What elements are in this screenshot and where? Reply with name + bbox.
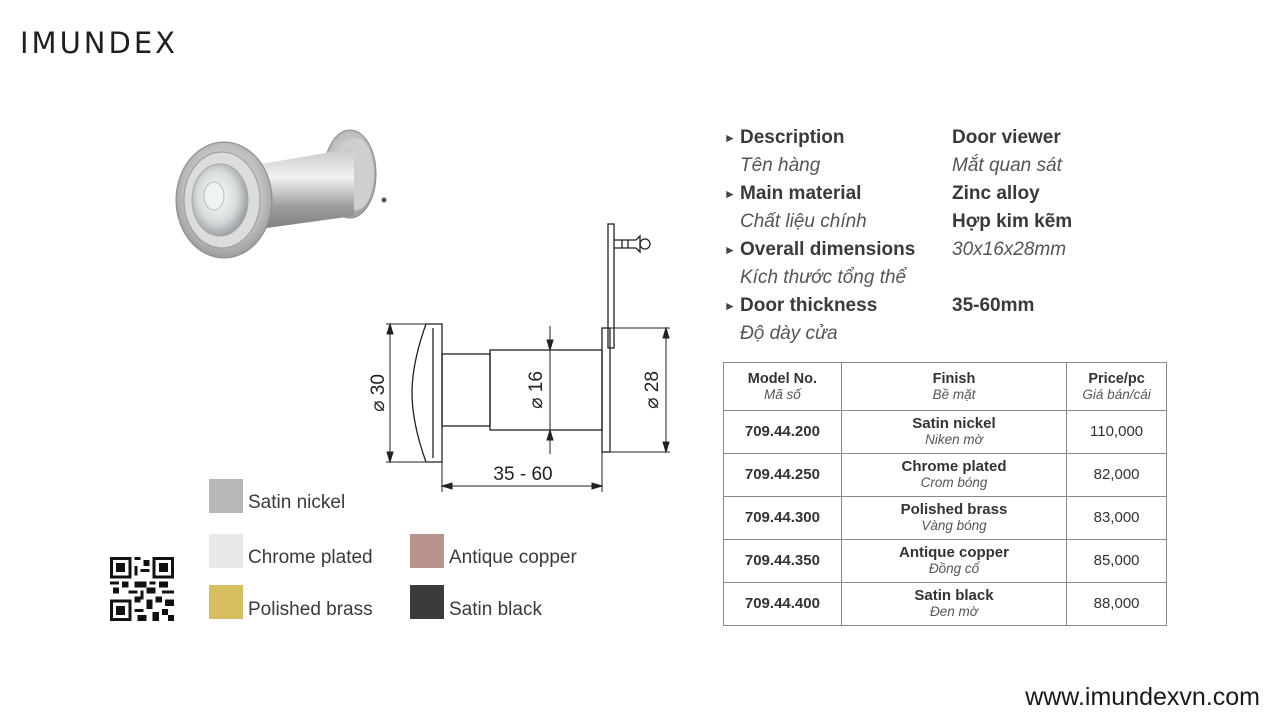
product-photo xyxy=(175,129,387,259)
header-model: Model No.Mã số xyxy=(723,362,842,411)
swatch-polished-brass xyxy=(209,585,243,619)
spec-list: ► Description Door viewer Tên hàng Mắt q… xyxy=(724,124,1184,348)
technical-drawing: ⌀ 30 ⌀ 16 ⌀ 28 35 - 60 xyxy=(368,223,670,492)
brand-logo: IMUNDEX xyxy=(20,26,179,60)
spec-material-vi: Chất liệu chính Hợp kim kẽm xyxy=(724,208,1184,236)
spec-label: Description xyxy=(740,127,845,148)
price-cell: 110,000 xyxy=(1066,410,1167,454)
dimension-inner: ⌀ 28 xyxy=(642,371,663,409)
swatch-label: Satin black xyxy=(449,599,542,620)
spec-description-vi: Tên hàng Mắt quan sát xyxy=(724,152,1184,180)
spec-value: Zinc alloy xyxy=(952,183,1040,204)
spec-material: ► Main material Zinc alloy xyxy=(724,180,1184,208)
website-url[interactable]: www.imundexvn.com xyxy=(1025,683,1260,711)
swatch-satin-black xyxy=(410,585,444,619)
spec-thickness: ► Door thickness 35-60mm xyxy=(724,292,1184,320)
swatch-satin-nickel xyxy=(209,479,243,513)
spec-label-vi: Độ dày cửa xyxy=(740,323,838,344)
dimension-outer: ⌀ 30 xyxy=(368,374,389,412)
swatch-label: Satin nickel xyxy=(248,492,346,513)
bullet-arrow-icon: ► xyxy=(724,131,736,145)
spec-thickness-vi: Độ dày cửa xyxy=(724,320,1184,348)
spec-label: Door thickness xyxy=(740,295,878,316)
price-cell: 88,000 xyxy=(1066,582,1167,626)
model-cell: 709.44.200 xyxy=(723,410,842,454)
spec-dimensions-vi: Kích thước tổng thể xyxy=(724,264,1184,292)
swatch-label: Chrome plated xyxy=(248,547,373,568)
swatch-label: Antique copper xyxy=(449,547,577,568)
model-cell: 709.44.350 xyxy=(723,539,842,583)
qr-code-icon[interactable] xyxy=(110,557,174,621)
dimension-barrel: ⌀ 16 xyxy=(526,371,547,409)
price-cell: 82,000 xyxy=(1066,453,1167,497)
model-cell: 709.44.300 xyxy=(723,496,842,540)
model-cell: 709.44.400 xyxy=(723,582,842,626)
model-cell: 709.44.250 xyxy=(723,453,842,497)
price-cell: 83,000 xyxy=(1066,496,1167,540)
spec-description: ► Description Door viewer xyxy=(724,124,1184,152)
swatch-label: Polished brass xyxy=(248,599,373,620)
bullet-arrow-icon: ► xyxy=(724,187,736,201)
spec-label-vi: Chất liệu chính xyxy=(740,211,867,232)
swatch-antique-copper xyxy=(410,534,444,568)
spec-value-vi: Mắt quan sát xyxy=(952,155,1062,176)
spec-label: Main material xyxy=(740,183,862,204)
dimension-length: 35 - 60 xyxy=(493,464,552,485)
bullet-arrow-icon: ► xyxy=(724,299,736,313)
spec-dimensions: ► Overall dimensions 30x16x28mm xyxy=(724,236,1184,264)
spec-value: 35-60mm xyxy=(952,295,1035,316)
spec-label: Overall dimensions xyxy=(740,239,916,260)
spec-value: Door viewer xyxy=(952,127,1061,148)
price-cell: 85,000 xyxy=(1066,539,1167,583)
spec-label-vi: Kích thước tổng thể xyxy=(740,267,907,288)
spec-value: 30x16x28mm xyxy=(952,239,1067,260)
bullet-arrow-icon: ► xyxy=(724,243,736,257)
swatch-chrome-plated xyxy=(209,534,243,568)
spec-label-vi: Tên hàng xyxy=(740,155,821,176)
spec-value-vi: Hợp kim kẽm xyxy=(952,211,1073,232)
